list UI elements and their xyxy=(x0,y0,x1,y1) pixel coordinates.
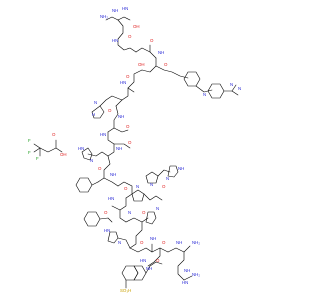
atom-label-nh: NH xyxy=(158,50,164,55)
atom-label-nh2: NH₂ xyxy=(100,14,108,19)
atom-label-nh2: NH₂ xyxy=(192,272,200,277)
atom-label-o: O xyxy=(128,140,132,145)
atom-label-n: N xyxy=(203,92,206,97)
atom-label-o: O xyxy=(162,240,166,245)
atom-label-oh: OH xyxy=(138,62,145,67)
atom-label-o: O xyxy=(162,184,166,189)
atom-label-n: N xyxy=(94,100,97,105)
atom-label-hn: HN xyxy=(112,38,118,43)
atom-label-o: O xyxy=(156,258,160,263)
atom-label-o: O xyxy=(126,124,130,129)
atom-label-n: N xyxy=(90,158,93,163)
atom-label-so3h: SO₃H xyxy=(120,288,131,293)
atom-label-f: F xyxy=(28,138,31,143)
atom-label-n: N xyxy=(230,82,233,87)
atom-label-o: O xyxy=(164,62,168,67)
atom-label-nh: NH xyxy=(146,266,152,271)
atom-label-nh: NH xyxy=(116,146,122,151)
atom-label-n: N xyxy=(128,210,131,215)
atom-label-h: H xyxy=(92,112,95,117)
atom-label-o: O xyxy=(142,210,146,215)
atom-label-n: N xyxy=(118,240,121,245)
atom-label-hn: HN xyxy=(182,280,188,285)
atom-label-o: O xyxy=(124,186,128,191)
atom-label-hn: HN xyxy=(104,228,110,233)
atom-label-nh: NH xyxy=(184,268,190,273)
atom-label-n: N xyxy=(150,182,153,187)
atom-label-nh2: NH₂ xyxy=(192,240,200,245)
atom-label-o: O xyxy=(128,34,132,39)
atom-label-hn: HN xyxy=(100,132,106,137)
atom-label-nh: NH xyxy=(178,166,184,171)
atom-label-n: N xyxy=(156,206,159,211)
atom-label-nh: NH xyxy=(176,240,182,245)
atom-label-nh: NH xyxy=(150,236,156,241)
atom-label-o: O xyxy=(140,240,144,245)
atom-label-o: O xyxy=(108,108,112,113)
atom-label-o: O xyxy=(150,38,154,43)
atom-label-hn: HN xyxy=(140,258,146,263)
atom-label-hn: HN xyxy=(78,146,84,151)
atom-label-o: O xyxy=(52,132,56,137)
atom-label-nh: NH xyxy=(110,172,116,177)
atom-label-oh: OH xyxy=(60,152,67,157)
atom-label-n: N xyxy=(238,86,241,91)
atom-label-f: F xyxy=(36,156,39,161)
atom-label-hn: HN xyxy=(122,6,128,11)
atom-label-nh: NH xyxy=(112,8,118,13)
atom-label-hn: HN xyxy=(120,80,126,85)
atom-label-n: N xyxy=(136,184,139,189)
atom-label-n: N xyxy=(166,176,169,181)
atom-label-hn: HN xyxy=(108,196,114,201)
atom-label-nh: NH xyxy=(118,114,124,119)
atom-label-o: O xyxy=(104,210,108,215)
atom-label-f: F xyxy=(28,150,31,155)
atom-label-o: O xyxy=(98,166,102,171)
bond-skeleton xyxy=(33,16,239,289)
atom-label-o: O xyxy=(126,74,130,79)
atom-label-oh: OH xyxy=(133,24,140,29)
